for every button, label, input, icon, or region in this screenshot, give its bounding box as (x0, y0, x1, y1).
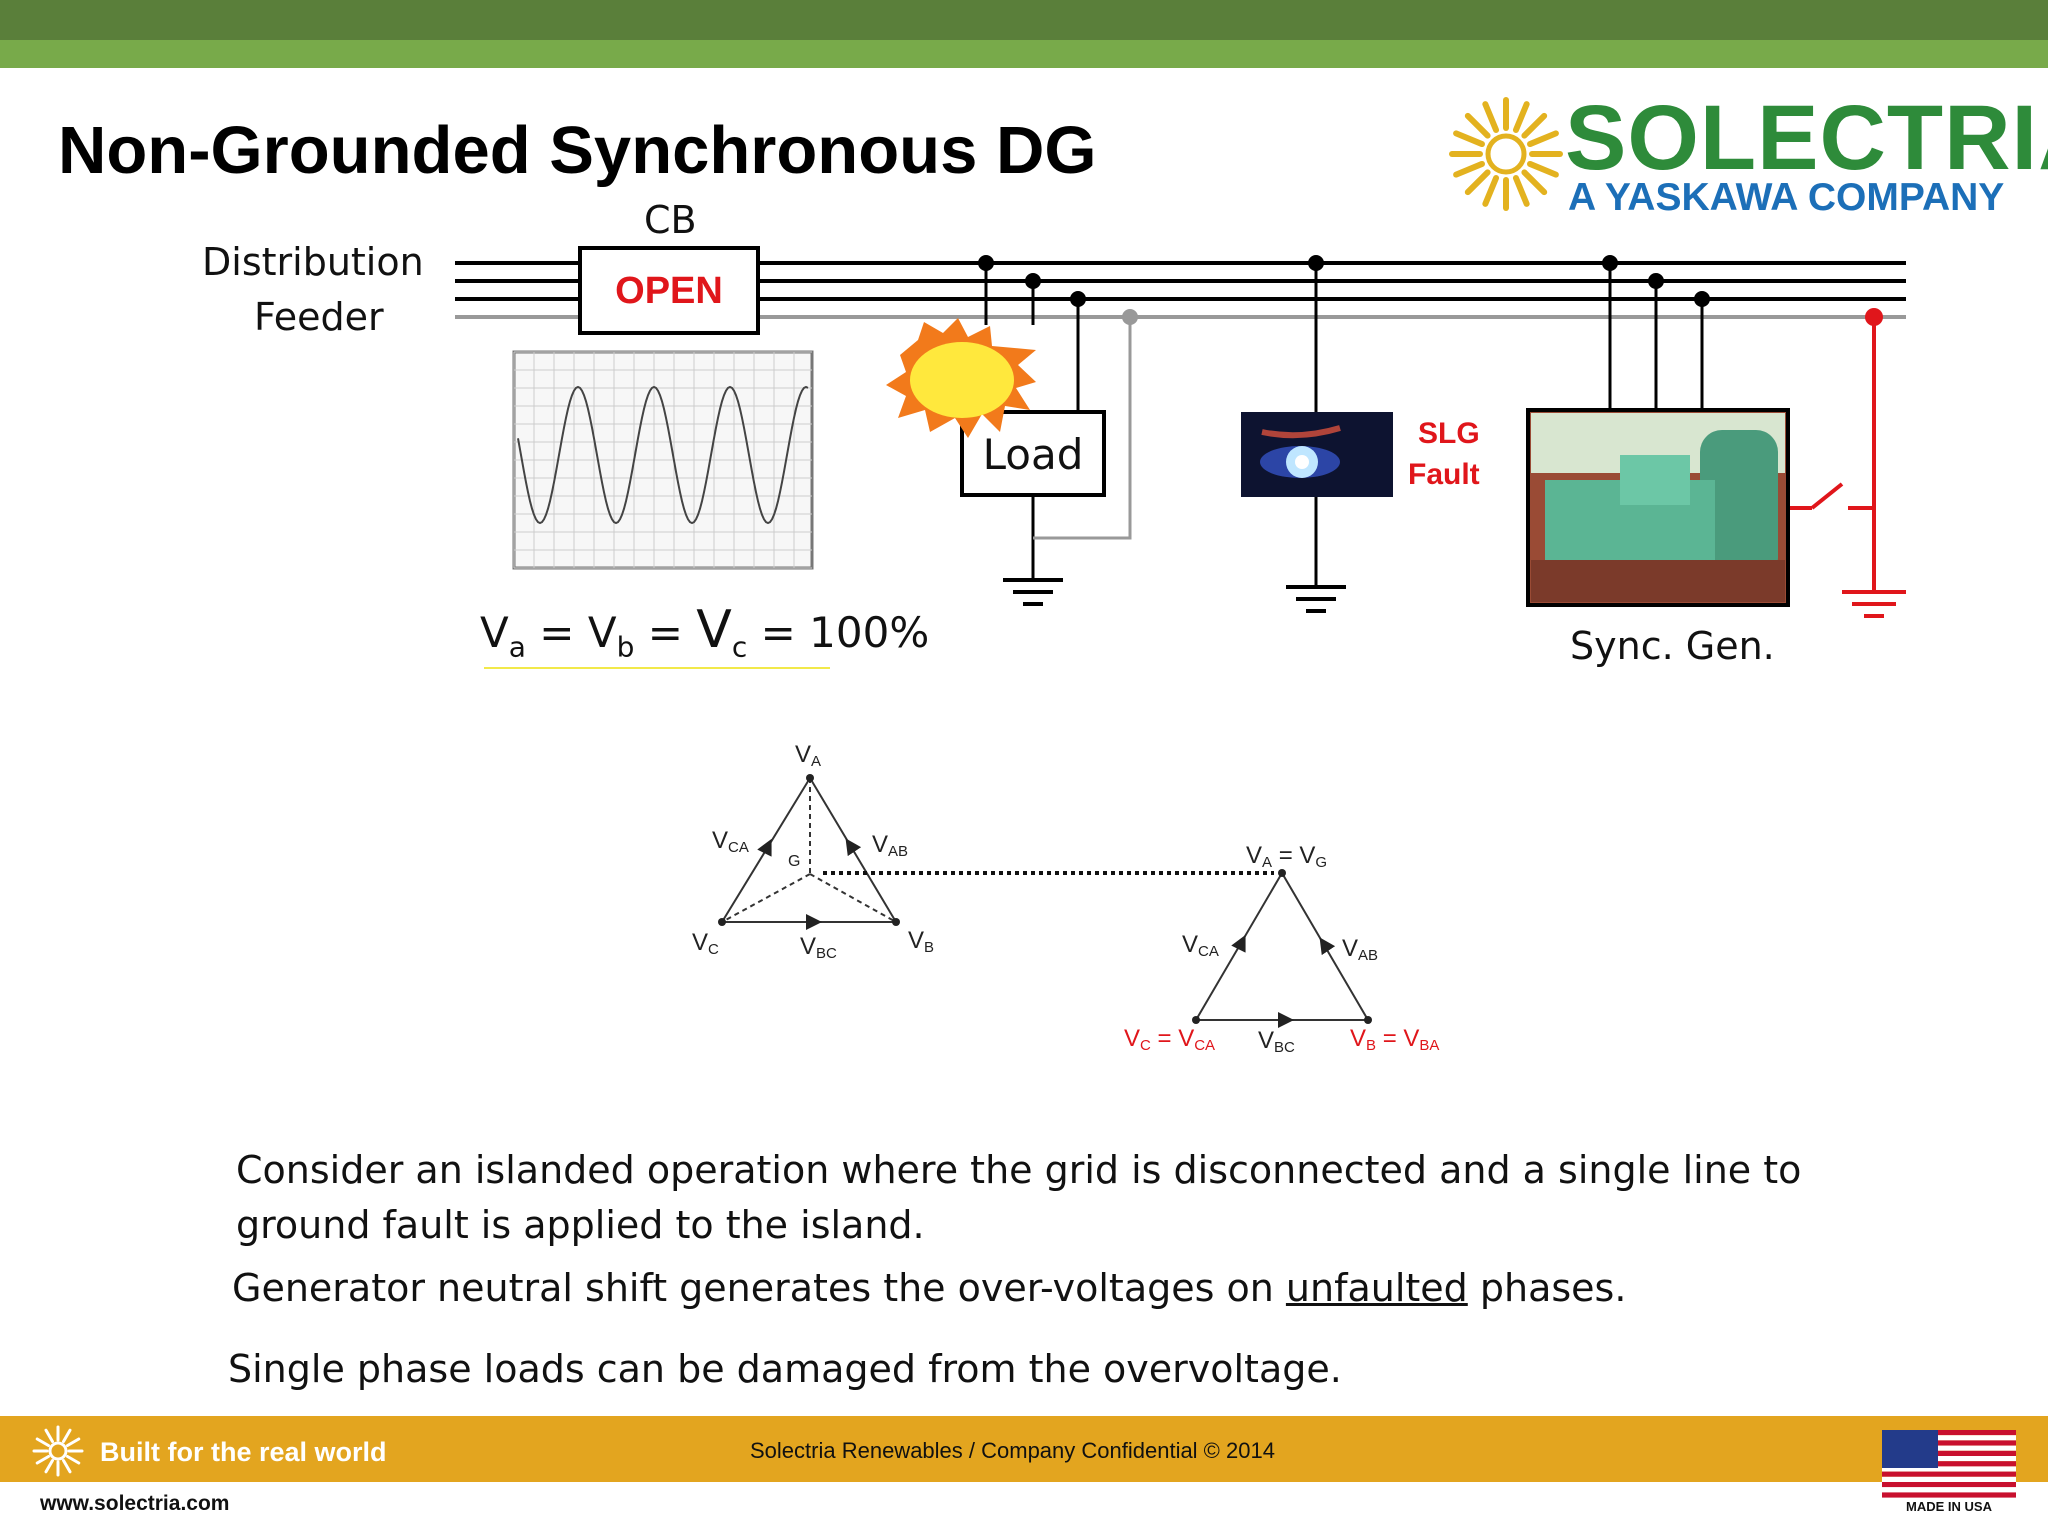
label-vbc: VBC (800, 933, 837, 962)
fault-ground-icon (1286, 585, 1346, 613)
slg-label: SLG (1418, 417, 1480, 450)
equation-underline (484, 667, 830, 669)
circuit-diagram (455, 246, 1906, 618)
faulted-phasor-triangle (1192, 869, 1372, 1028)
footer-slogan: Built for the real world (100, 1437, 387, 1467)
feeder-label-line2: Feeder (254, 295, 384, 339)
feeder-label-line1: Distribution (202, 240, 424, 284)
label-vca: VCA (712, 827, 749, 856)
balanced-phasor-triangle (718, 774, 900, 930)
neutral-node (1865, 308, 1883, 326)
sync-gen-label: Sync. Gen. (1570, 624, 1775, 668)
label-g: G (788, 853, 800, 870)
cb-label: CB (644, 198, 697, 242)
logo-tagline: A YASKAWA COMPANY (1568, 176, 2005, 219)
body-paragraph-4: Single phase loads can be damaged from t… (228, 1347, 1342, 1391)
footer-bar (0, 1416, 2048, 1482)
phasor-diagrams: VA VCA VAB G VC VBC VB VA = VG VCA VAB V… (692, 741, 1439, 1056)
made-in-usa-label: MADE IN USA (1906, 1499, 1992, 1514)
body-paragraph-2: ground fault is applied to the island. (236, 1203, 925, 1247)
footer-url[interactable]: www.solectria.com (40, 1492, 230, 1515)
generator-photo (1526, 408, 1790, 607)
load-ground-icon (1003, 578, 1063, 606)
fault-label: Fault (1408, 458, 1480, 491)
cb-state-label: OPEN (615, 270, 723, 312)
body-paragraph-3: Generator neutral shift generates the ov… (232, 1266, 1627, 1310)
label-vab: VAB (872, 831, 908, 860)
label-vb-eq-vba: VB = VBA (1350, 1025, 1439, 1054)
neutral-ground-path (1790, 317, 1906, 618)
label-va: VA (795, 741, 821, 770)
label-vc: VC (692, 929, 719, 958)
load-label: Load (982, 430, 1084, 479)
body-paragraph-1: Consider an islanded operation where the… (236, 1148, 1802, 1192)
label-vc-eq-vca: VC = VCA (1124, 1025, 1215, 1054)
top-bar-dark (0, 0, 2048, 40)
load-box (960, 410, 1106, 497)
top-bar-light (0, 40, 2048, 68)
oscilloscope-waveform (512, 350, 814, 570)
slide-title: Non-Grounded Synchronous DG (58, 113, 1097, 188)
us-flag-icon (1882, 1430, 2016, 1498)
footer-confidential: Solectria Renewables / Company Confident… (750, 1438, 1275, 1463)
explosion-icon (886, 318, 1036, 438)
sun-logo-icon (1449, 97, 1563, 211)
label-va-eq-vg: VA = VG (1246, 842, 1327, 871)
unfaulted-underlined: unfaulted (1285, 1266, 1468, 1310)
label-vb: VB (908, 927, 934, 956)
arc-flash-image (1241, 412, 1393, 497)
footer-sun-icon (32, 1425, 84, 1477)
circuit-breaker-box (578, 246, 760, 335)
label-right-vab: VAB (1342, 935, 1378, 964)
label-right-vca: VCA (1182, 931, 1219, 960)
label-right-vbc: VBC (1258, 1027, 1295, 1056)
voltage-equation: Va = Vb = Vc = 100% (480, 600, 930, 664)
